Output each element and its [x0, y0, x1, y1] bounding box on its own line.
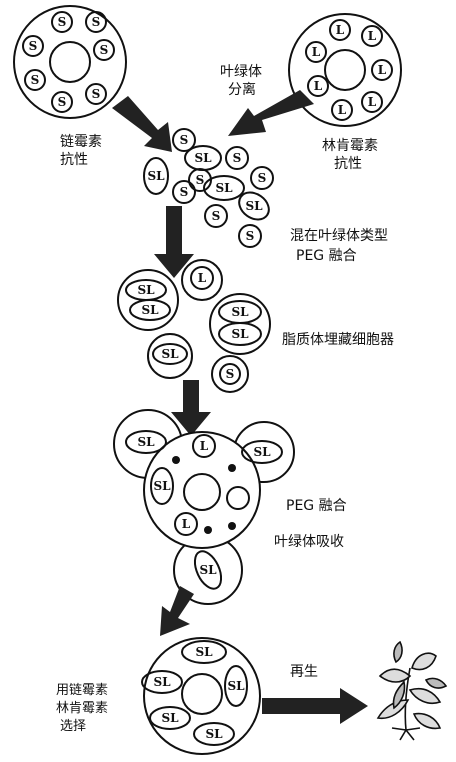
- token-sl: SL: [215, 181, 233, 195]
- cell-lincomycin: L L L L L L L: [288, 13, 402, 127]
- liposome: [147, 333, 193, 379]
- token-sl: SL: [253, 445, 271, 459]
- label-uptake: 叶绿体吸收: [274, 534, 344, 550]
- dot-marker: [204, 526, 212, 534]
- label-isolation-1: 叶绿体: [220, 64, 262, 80]
- token-sl: SL: [194, 151, 212, 165]
- chloroplast-mixture: S SL S SL S S S SL SL S S: [143, 128, 274, 248]
- label-select-1: 用链霉素: [56, 683, 108, 698]
- label-strep-2: 抗性: [60, 152, 88, 168]
- dot-marker: [228, 522, 236, 530]
- token-l: L: [182, 517, 191, 531]
- token-sl: SL: [205, 727, 223, 741]
- token-l: L: [368, 29, 377, 43]
- token-s: S: [29, 39, 38, 53]
- token-l: L: [368, 95, 377, 109]
- token-sl: SL: [195, 645, 213, 659]
- token-sl: SL: [245, 199, 263, 213]
- token-sl: SL: [137, 283, 155, 297]
- token-sl: SL: [137, 435, 155, 449]
- token-s: S: [212, 209, 221, 223]
- token-sl: SL: [227, 679, 245, 693]
- token-l: L: [336, 23, 345, 37]
- token-s: S: [100, 43, 109, 57]
- token-sl: SL: [161, 711, 179, 725]
- arrow-right-regeneration: [262, 688, 368, 724]
- dot-marker: [228, 464, 236, 472]
- label-mixed-2: PEG 融合: [296, 248, 357, 264]
- token-s: S: [226, 367, 235, 381]
- cell-streptomycin: S S S S S S S: [13, 5, 127, 119]
- token-sl: SL: [147, 169, 165, 183]
- token-s: S: [31, 73, 40, 87]
- token-s: S: [58, 15, 67, 29]
- token-s: S: [92, 15, 101, 29]
- token-s: S: [58, 95, 67, 109]
- token-l: L: [312, 45, 321, 59]
- arrow-down-1: [154, 206, 194, 278]
- arrow-right-down: [228, 90, 314, 136]
- token-l: L: [314, 79, 323, 93]
- nucleus: [324, 49, 366, 91]
- liposome: [181, 259, 223, 301]
- label-select-3: 选择: [60, 719, 86, 734]
- token-s: S: [196, 173, 205, 187]
- arrow-down-2: [171, 380, 211, 436]
- token-sl: SL: [153, 479, 171, 493]
- liposome-group: SL SL L SL SL SL S: [117, 259, 271, 393]
- token-s: S: [92, 87, 101, 101]
- chloroplast-group: S S S S S S S: [22, 11, 115, 113]
- label-isolation-2: 分离: [228, 81, 256, 98]
- arrow-left-down: [112, 96, 172, 152]
- chloroplast-group: L L L L L L L: [305, 19, 393, 121]
- nucleus: [181, 673, 223, 715]
- nucleus: [49, 41, 91, 83]
- arrow-down-3: [160, 586, 194, 636]
- label-mixed-1: 混在叶绿体类型: [290, 228, 388, 244]
- token-sl: SL: [153, 675, 171, 689]
- token-l: L: [378, 63, 387, 77]
- regenerated-plant-icon: [376, 640, 448, 741]
- token-sl: SL: [161, 347, 179, 361]
- token-sl: SL: [231, 305, 249, 319]
- token-s: S: [246, 229, 255, 243]
- fusion-cell: SL SL L SL L SL: [113, 409, 295, 605]
- token-sl: SL: [231, 327, 249, 341]
- nucleus: [183, 473, 221, 511]
- token-l: L: [200, 439, 209, 453]
- final-cell: SL SL SL SL SL: [141, 637, 261, 755]
- token-s: S: [233, 151, 242, 165]
- token-s: S: [258, 171, 267, 185]
- liposome: [211, 355, 249, 393]
- token-s: S: [180, 185, 189, 199]
- token-s: S: [180, 133, 189, 147]
- label-linc-2: 抗性: [334, 156, 362, 172]
- empty-organelle: [226, 486, 250, 510]
- token-sl: SL: [199, 563, 217, 577]
- token-sl: SL: [141, 303, 159, 317]
- label-peg: PEG 融合: [286, 498, 347, 514]
- token-l: L: [338, 103, 347, 117]
- token-l: L: [198, 271, 207, 285]
- label-linc-1: 林肯霉素: [322, 138, 378, 154]
- dot-marker: [172, 456, 180, 464]
- label-strep-1: 链霉素: [60, 134, 102, 150]
- label-regeneration: 再生: [290, 664, 318, 680]
- label-liposome: 脂质体埋藏细胞器: [282, 332, 394, 348]
- label-select-2: 林肯霉素: [56, 701, 108, 716]
